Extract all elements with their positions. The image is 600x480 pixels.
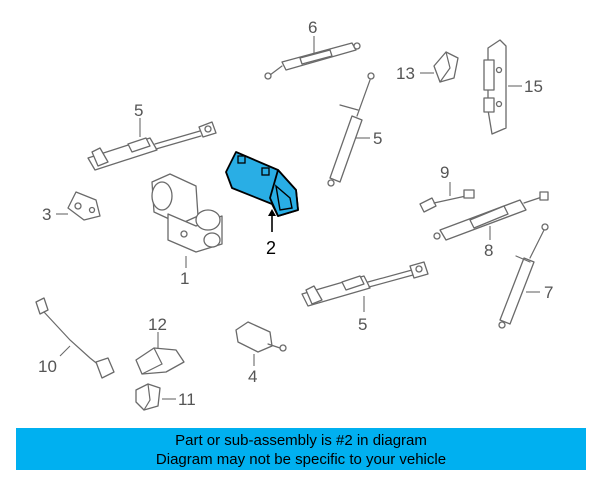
part-5-upper-cylinder[interactable]: [87, 121, 217, 171]
part-2-trim-cover[interactable]: [225, 151, 299, 217]
callout-2[interactable]: 2: [266, 238, 276, 258]
part-1-actuator[interactable]: [151, 173, 223, 253]
callout-12[interactable]: 11: [178, 390, 196, 409]
callout-3[interactable]: 3: [42, 205, 51, 224]
callout-10[interactable]: 9: [440, 163, 449, 182]
info-banner: Part or sub-assembly is #2 in diagram Di…: [16, 428, 586, 470]
part-7-strut[interactable]: [498, 223, 549, 329]
banner-line-1: Part or sub-assembly is #2 in diagram: [175, 432, 427, 449]
leader-11: [59, 345, 71, 357]
callout-11[interactable]: 10: [38, 357, 57, 376]
part-13-bracket[interactable]: [135, 347, 185, 375]
callout-5-upper[interactable]: 5: [134, 101, 143, 120]
callout-7[interactable]: 7: [544, 283, 553, 302]
leader-2-arrowhead: [268, 209, 276, 216]
callout-9[interactable]: 8: [484, 241, 493, 260]
part-11-harness[interactable]: [35, 297, 115, 379]
callout-1[interactable]: 1: [180, 269, 189, 288]
part-3-bracket[interactable]: [67, 191, 101, 221]
callout-4[interactable]: 4: [248, 367, 257, 386]
part-9-strut[interactable]: [433, 191, 549, 241]
part-5-lower-cylinder[interactable]: [301, 261, 429, 307]
callout-6[interactable]: 5: [373, 129, 382, 148]
part-14-clip[interactable]: [433, 51, 459, 83]
callout-14[interactable]: 13: [396, 64, 415, 83]
part-6-strut[interactable]: [327, 72, 375, 187]
part-4-sensor[interactable]: [235, 321, 287, 353]
parts-diagram: 6 5 13 15 5 3: [35, 18, 553, 411]
callout-8[interactable]: 6: [308, 18, 317, 37]
part-10-connector[interactable]: [419, 189, 475, 213]
callout-13[interactable]: 12: [148, 315, 167, 334]
banner-line-2: Diagram may not be specific to your vehi…: [155, 451, 447, 468]
part-12-clip[interactable]: [135, 383, 161, 411]
part-15-bracket[interactable]: [483, 39, 507, 135]
callout-5-lower[interactable]: 5: [358, 315, 367, 334]
callout-15[interactable]: 15: [524, 77, 543, 96]
part-8-strut[interactable]: [264, 42, 361, 80]
